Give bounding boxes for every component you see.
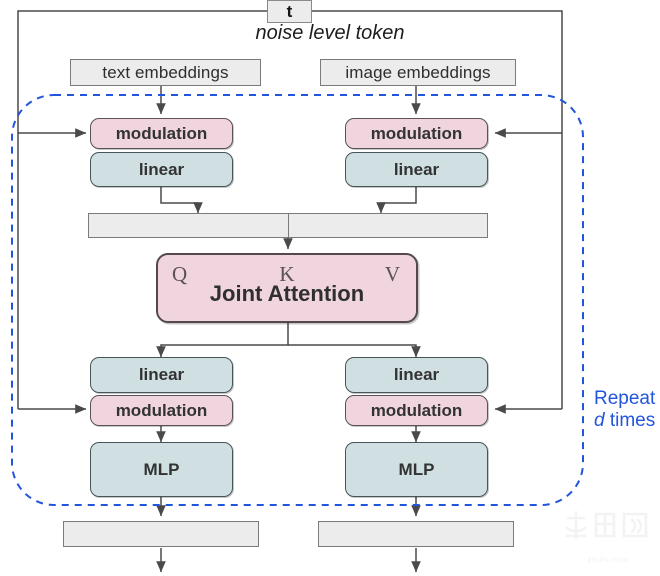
left-output-bar [63, 521, 259, 547]
joint-attention-box[interactable]: Q K V Joint Attention [156, 253, 418, 323]
left-linear-top-label: linear [138, 159, 185, 179]
left-mlp-label: MLP [143, 459, 180, 479]
left-linear-bottom-label: linear [138, 365, 185, 384]
wire-t-left-trunk [17, 10, 289, 409]
wire-left-linear-to-concat [160, 187, 203, 214]
right-linear-top-box[interactable]: linear [345, 152, 488, 187]
noise-level-token-label: t [286, 1, 293, 21]
wire-t-right-trunk [289, 10, 563, 409]
left-linear-top-box[interactable]: linear [90, 152, 233, 187]
concat-bar-divider [288, 214, 290, 237]
noise-level-token-caption: noise level token [255, 22, 405, 44]
wire-right-linear-to-concat [376, 187, 417, 214]
right-output-bar [318, 521, 514, 547]
right-linear-bottom-box[interactable]: linear [345, 357, 488, 393]
concat-sequence-bar [88, 213, 488, 238]
left-linear-bottom-box[interactable]: linear [90, 357, 233, 393]
right-linear-bottom-label: linear [393, 365, 440, 384]
wire-attention-to-left-linear [156, 323, 289, 358]
left-modulation-bottom-label: modulation [115, 400, 208, 420]
text-embeddings-label: text embeddings [102, 62, 229, 82]
repeat-line-2: d times [594, 410, 655, 432]
qkv-row: Q K V [158, 261, 416, 287]
right-modulation-top-box[interactable]: modulation [345, 118, 488, 149]
wire-attention-to-right-linear [288, 344, 421, 358]
noise-level-token-box[interactable]: t [267, 0, 312, 23]
repeat-line-1: Repeat [594, 388, 656, 409]
repeat-times-word: times [604, 410, 656, 432]
repeat-region-dashed-border [11, 94, 584, 506]
joint-attention-title: Joint Attention [209, 281, 365, 306]
left-modulation-bottom-box[interactable]: modulation [90, 395, 233, 426]
right-modulation-bottom-label: modulation [370, 400, 463, 420]
left-mlp-box[interactable]: MLP [90, 442, 233, 497]
left-modulation-top-box[interactable]: modulation [90, 118, 233, 149]
left-modulation-top-label: modulation [115, 123, 208, 143]
right-modulation-bottom-box[interactable]: modulation [345, 395, 488, 426]
image-embeddings-box[interactable]: image embeddings [320, 59, 516, 86]
text-embeddings-box[interactable]: text embeddings [70, 59, 261, 86]
right-mlp-box[interactable]: MLP [345, 442, 488, 497]
right-mlp-label: MLP [398, 459, 435, 479]
right-modulation-top-label: modulation [370, 123, 463, 143]
repeat-depth-symbol: d [594, 410, 605, 432]
repeat-annotation: Repeat d times [594, 388, 655, 433]
attention-v-label: V [384, 261, 400, 286]
attention-q-label: Q [172, 261, 188, 286]
image-embeddings-label: image embeddings [345, 62, 491, 82]
attention-k-label: K [279, 261, 295, 286]
right-linear-top-label: linear [393, 159, 440, 179]
